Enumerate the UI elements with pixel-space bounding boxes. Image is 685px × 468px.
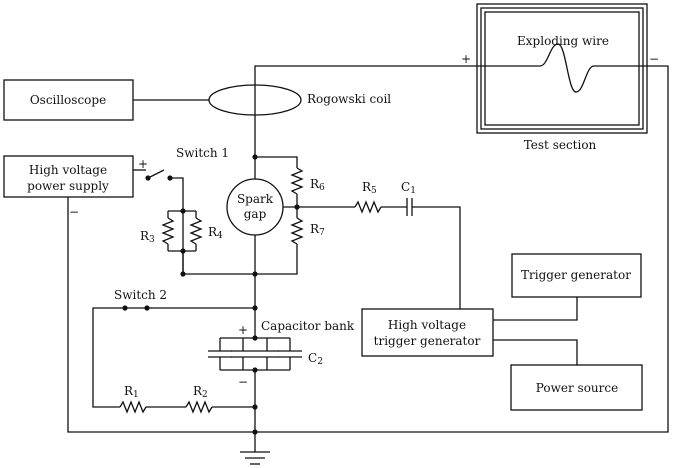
hv-trigger-label-2: trigger generator (374, 334, 481, 348)
test-section-inner (480, 7, 644, 130)
junction-dot (252, 404, 258, 410)
capacitor-bank-label: Capacitor bank (261, 319, 355, 333)
test-section-inner-2 (484, 11, 640, 126)
junction-dot (294, 204, 300, 210)
resistor-r5 (354, 200, 382, 214)
switch1-contact (145, 175, 151, 181)
hv-power-supply-label-2: power supply (27, 179, 109, 193)
resistor-r3 (161, 217, 175, 245)
r6-label: R6 (310, 177, 325, 193)
r3-label: R3 (140, 229, 155, 245)
switch2-contact (122, 305, 128, 311)
test-section-minus: − (649, 52, 659, 66)
oscilloscope-label: Oscilloscope (30, 93, 106, 107)
test-section-plus: + (461, 52, 471, 66)
power-source-box (510, 364, 643, 411)
wire-trigger-gen (493, 297, 578, 321)
test-section-outer (476, 3, 648, 134)
cap-bank-minus: − (238, 375, 248, 389)
junction-dot (180, 208, 186, 214)
wire-c1-trigger (412, 206, 461, 309)
wire-switch1-r3r4 (170, 177, 184, 211)
r2-label: R2 (193, 384, 208, 400)
hv-power-supply-label-1: High voltage (29, 163, 107, 177)
supply-minus: − (69, 205, 79, 219)
c2-label: C2 (308, 351, 323, 367)
switch2-contact (144, 305, 150, 311)
switch1-blade (147, 169, 165, 179)
wire-main-top (254, 65, 540, 157)
junction-dot (180, 248, 186, 254)
exploding-wire-label: Exploding wire (517, 34, 609, 48)
test-section-label: Test section (524, 138, 597, 152)
switch1-contact (167, 175, 173, 181)
ground-symbol (240, 451, 270, 465)
trigger-generator-box (511, 253, 642, 298)
r4-label: R4 (208, 225, 223, 241)
c1-label: C1 (401, 180, 416, 196)
capacitor-bank (208, 338, 302, 370)
rogowski-coil-label: Rogowski coil (307, 92, 391, 106)
resistor-r1 (119, 400, 147, 414)
wire-switch2-left (92, 307, 125, 408)
switch1-label: Switch 1 (176, 146, 229, 160)
spark-gap-label-1: Spark (237, 192, 274, 206)
hv-trigger-generator-box (361, 308, 494, 357)
switch2-label: Switch 2 (114, 288, 167, 302)
wire-r6-top (255, 156, 298, 168)
oscilloscope-box (3, 79, 134, 121)
resistor-r6 (290, 167, 304, 195)
wire-return-loop (67, 65, 669, 433)
junction-dot (180, 271, 186, 277)
junction-dot (252, 154, 258, 160)
r1-label: R1 (124, 384, 139, 400)
hv-trigger-label-1: High voltage (388, 318, 466, 332)
junction-dot (252, 367, 258, 373)
trigger-generator-label: Trigger generator (521, 268, 631, 282)
exploding-wire (539, 43, 595, 93)
cap-bank-plus: + (238, 323, 248, 337)
supply-plus: + (138, 157, 148, 171)
resistor-r7 (290, 217, 304, 245)
resistor-r2 (185, 400, 213, 414)
r7-label: R7 (310, 222, 325, 238)
wire-bottom-bridge (182, 211, 298, 275)
resistor-r4 (189, 217, 203, 245)
junction-dot (252, 305, 258, 311)
junction-dot (252, 271, 258, 277)
spark-gap-label-2: gap (244, 207, 267, 221)
hv-power-supply-box (3, 155, 134, 198)
power-source-label: Power source (536, 381, 618, 395)
r5-label: R5 (362, 180, 377, 196)
junction-dot (252, 429, 258, 435)
junction-dot (252, 335, 258, 341)
wire-power-source (493, 339, 578, 365)
